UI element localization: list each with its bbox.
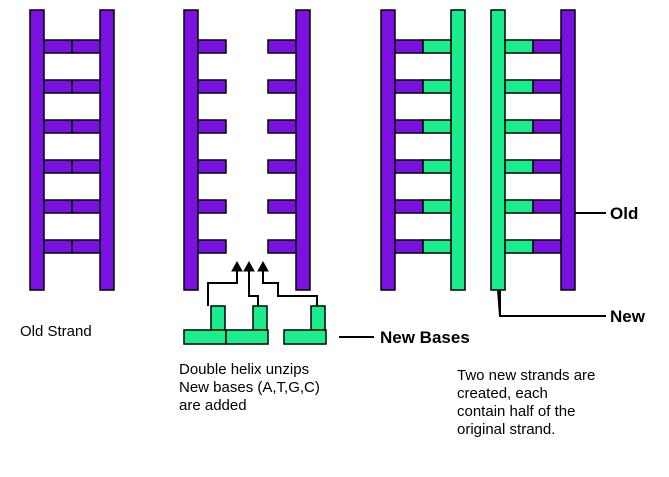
- base-pair-right: [71, 239, 101, 254]
- base-pair-right: [71, 39, 101, 54]
- base-pair-left: [43, 79, 73, 94]
- new-backbone: [450, 9, 466, 291]
- base-left: [197, 199, 227, 214]
- left-backbone: [183, 9, 199, 291]
- new-double-strand-a: [380, 9, 466, 291]
- old-base: [532, 199, 562, 214]
- old-base: [532, 79, 562, 94]
- base-left: [197, 79, 227, 94]
- base-right: [267, 159, 297, 174]
- new-base: [504, 119, 534, 134]
- caption-result-line2: created, each: [457, 385, 548, 402]
- new-base: [422, 239, 452, 254]
- base-right: [267, 119, 297, 134]
- new-base: [422, 119, 452, 134]
- old-base: [532, 119, 562, 134]
- new-base-stem: [210, 305, 226, 331]
- new-base-foot: [283, 329, 327, 345]
- old-base: [394, 119, 424, 134]
- new-base-stem: [310, 305, 326, 331]
- label-new-bases: New Bases: [380, 328, 470, 347]
- old-base: [532, 39, 562, 54]
- base-right: [267, 79, 297, 94]
- old-base: [394, 39, 424, 54]
- new-base-foot: [225, 329, 269, 345]
- new-base: [422, 39, 452, 54]
- old-base: [394, 239, 424, 254]
- old-base: [532, 159, 562, 174]
- base-pair-right: [71, 159, 101, 174]
- right-backbone: [99, 9, 115, 291]
- caption-result-line1: Two new strands are: [457, 367, 595, 384]
- base-pair-right: [71, 199, 101, 214]
- old-base: [394, 159, 424, 174]
- arrow-head: [257, 260, 269, 272]
- base-pair-left: [43, 39, 73, 54]
- base-left: [197, 119, 227, 134]
- right-backbone: [295, 9, 311, 291]
- new-base: [422, 199, 452, 214]
- caption-result-line3: contain half of the: [457, 403, 575, 420]
- original-double-strand: [29, 9, 115, 291]
- base-left: [197, 39, 227, 54]
- new-base: [422, 79, 452, 94]
- base-pair-left: [43, 239, 73, 254]
- label-old: Old: [610, 204, 638, 223]
- old-backbone: [380, 9, 396, 291]
- old-base: [394, 79, 424, 94]
- base-pair-left: [43, 119, 73, 134]
- new-base: [422, 159, 452, 174]
- old-base: [532, 239, 562, 254]
- base-pair-left: [43, 159, 73, 174]
- arrow-head: [243, 260, 255, 272]
- base-left: [197, 239, 227, 254]
- base-right: [267, 39, 297, 54]
- base-pair-right: [71, 119, 101, 134]
- old-base: [394, 199, 424, 214]
- base-right: [267, 199, 297, 214]
- base-right: [267, 239, 297, 254]
- caption-result-line4: original strand.: [457, 421, 555, 438]
- old-backbone: [560, 9, 576, 291]
- label-new: New: [610, 307, 646, 326]
- new-base: [504, 239, 534, 254]
- arrow-line: [262, 270, 318, 306]
- caption-old-strand: Old Strand: [20, 323, 92, 340]
- arrow-line: [207, 270, 238, 306]
- new-base: [504, 79, 534, 94]
- new-base: [504, 199, 534, 214]
- caption-unzip-line3: are added: [179, 397, 247, 414]
- new-base: [504, 39, 534, 54]
- new-pointer-line-b: [499, 290, 606, 317]
- base-left: [197, 159, 227, 174]
- caption-unzip-line2: New bases (A,T,G,C): [179, 379, 320, 396]
- base-pair-right: [71, 79, 101, 94]
- new-base: [504, 159, 534, 174]
- caption-unzip-line1: Double helix unzips: [179, 361, 309, 378]
- arrow-head: [231, 260, 243, 272]
- new-base-stem: [252, 305, 268, 331]
- unzipped-strands: [183, 9, 311, 291]
- new-bases-group: [183, 260, 327, 345]
- left-backbone: [29, 9, 45, 291]
- base-pair-left: [43, 199, 73, 214]
- new-backbone: [490, 9, 506, 291]
- arrow-line: [248, 270, 259, 306]
- new-double-strand-b: [490, 9, 576, 291]
- new-base-foot: [183, 329, 227, 345]
